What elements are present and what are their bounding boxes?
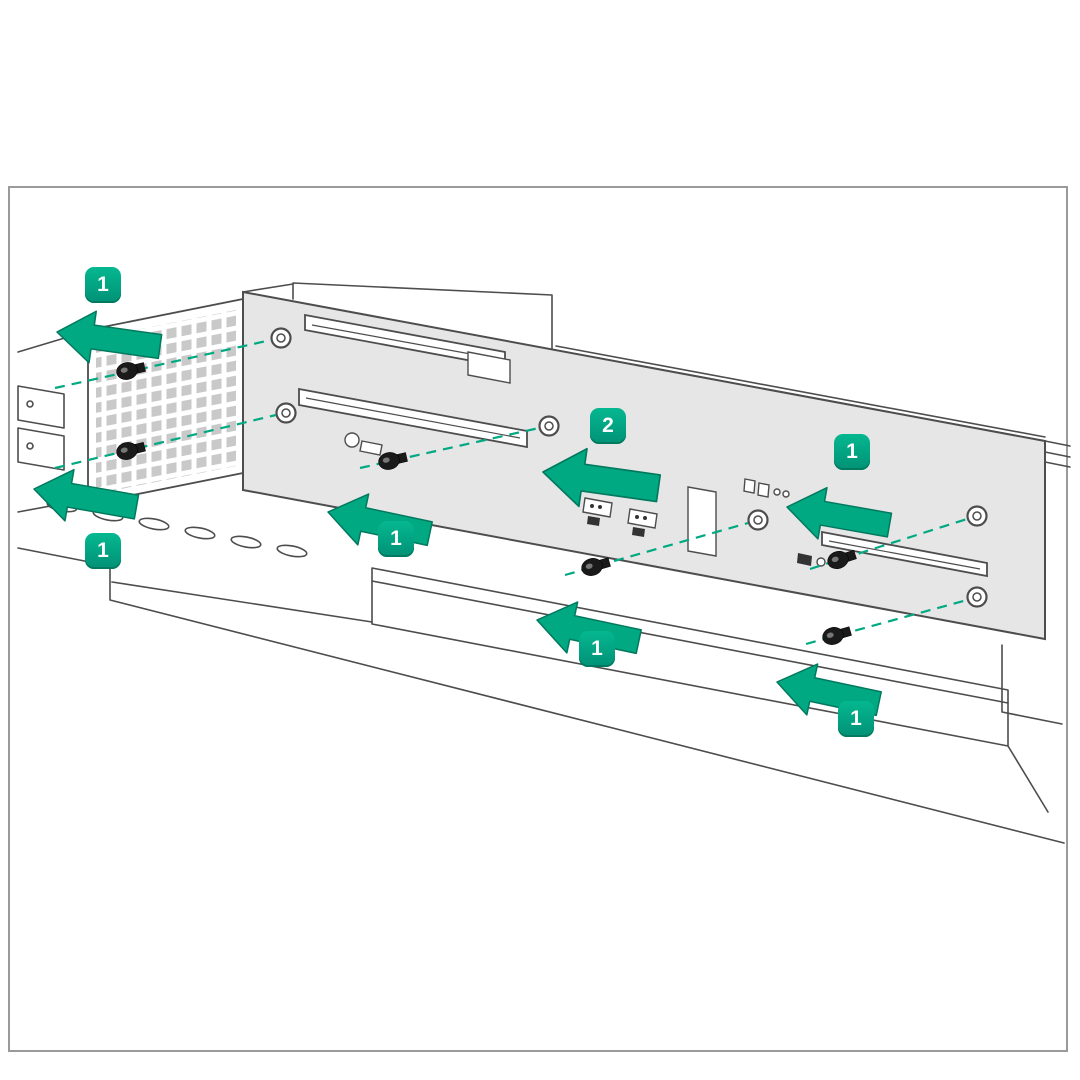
screw-hole	[966, 586, 988, 608]
step-badge: 1	[85, 267, 121, 303]
step-badge: 2	[590, 408, 626, 444]
step-badge: 1	[378, 521, 414, 557]
leader-dashed-lines	[54, 338, 968, 646]
step-badge: 1	[838, 701, 874, 737]
floor-opening	[371, 567, 1009, 747]
step-badge: 1	[85, 533, 121, 569]
board-components	[344, 432, 826, 567]
pcie-slot-2	[298, 387, 528, 449]
board-notch	[687, 486, 717, 557]
screw-hole	[538, 415, 560, 437]
step-badge: 1	[579, 631, 615, 667]
screw-hole	[747, 509, 769, 531]
thumbscrew-icon	[820, 622, 854, 648]
screw-hole	[966, 505, 988, 527]
screw-hole	[275, 402, 297, 424]
slot-bracket-tab	[467, 351, 511, 384]
pcie-slot-3	[821, 530, 988, 578]
step-badge: 1	[834, 434, 870, 470]
riser-board	[242, 290, 1046, 641]
screw-hole	[270, 327, 292, 349]
